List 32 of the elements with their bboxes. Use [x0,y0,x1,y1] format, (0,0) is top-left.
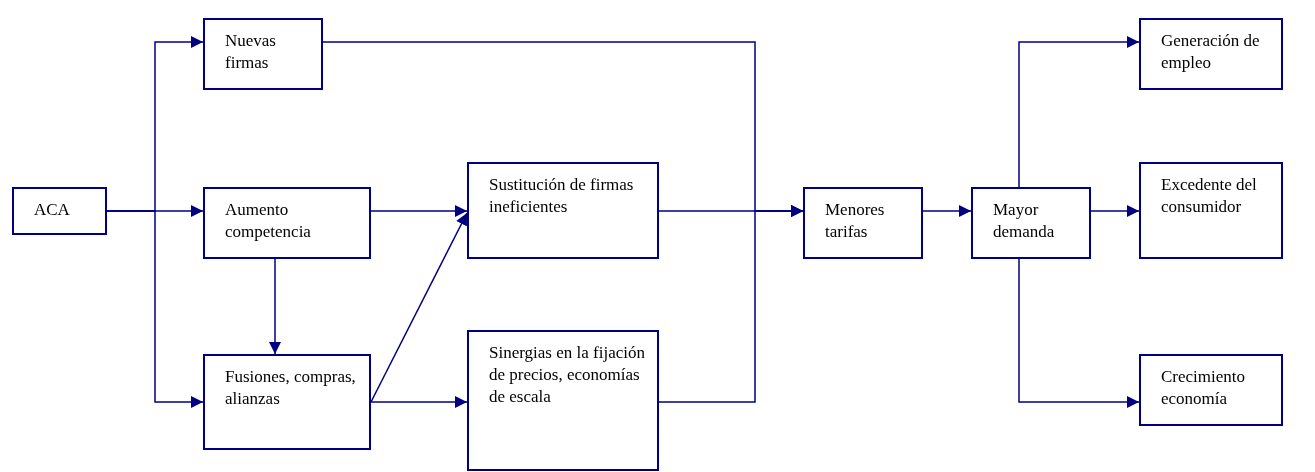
box-label: Fusiones, compras, alianzas [225,366,357,411]
process-box [203,187,371,259]
box-label: Menores tarifas [825,199,886,244]
process-box [12,187,107,235]
arrow [1018,258,1140,408]
box-label: Sustitución de firmas ineficientes [489,174,635,219]
process-box [203,354,371,450]
process-box [1139,18,1283,90]
box-label: Nuevas firmas [225,30,277,75]
arrow [370,212,468,403]
arrow [370,396,468,408]
box-label: Aumento competencia [225,199,312,244]
arrow [1018,36,1140,188]
process-box [467,162,659,259]
arrow [370,205,468,217]
box-label: ACA [34,199,71,221]
box-label: Sinergias en la fijación de precios, economías de escala [489,342,646,409]
arrow [1090,205,1140,217]
process-box [971,187,1091,259]
arrow [922,205,972,217]
process-box [467,330,659,471]
process-box [1139,162,1283,259]
box-label: Generación de empleo [1161,30,1261,75]
process-box [203,18,323,90]
box-label: Mayor demanda [993,199,1056,244]
box-label: Crecimiento economía [1161,366,1247,411]
process-box [1139,354,1283,426]
process-box [803,187,923,259]
arrow [269,258,281,355]
arrow [106,210,204,408]
arrow [658,205,804,403]
box-label: Excedente del consumidor [1161,174,1258,219]
